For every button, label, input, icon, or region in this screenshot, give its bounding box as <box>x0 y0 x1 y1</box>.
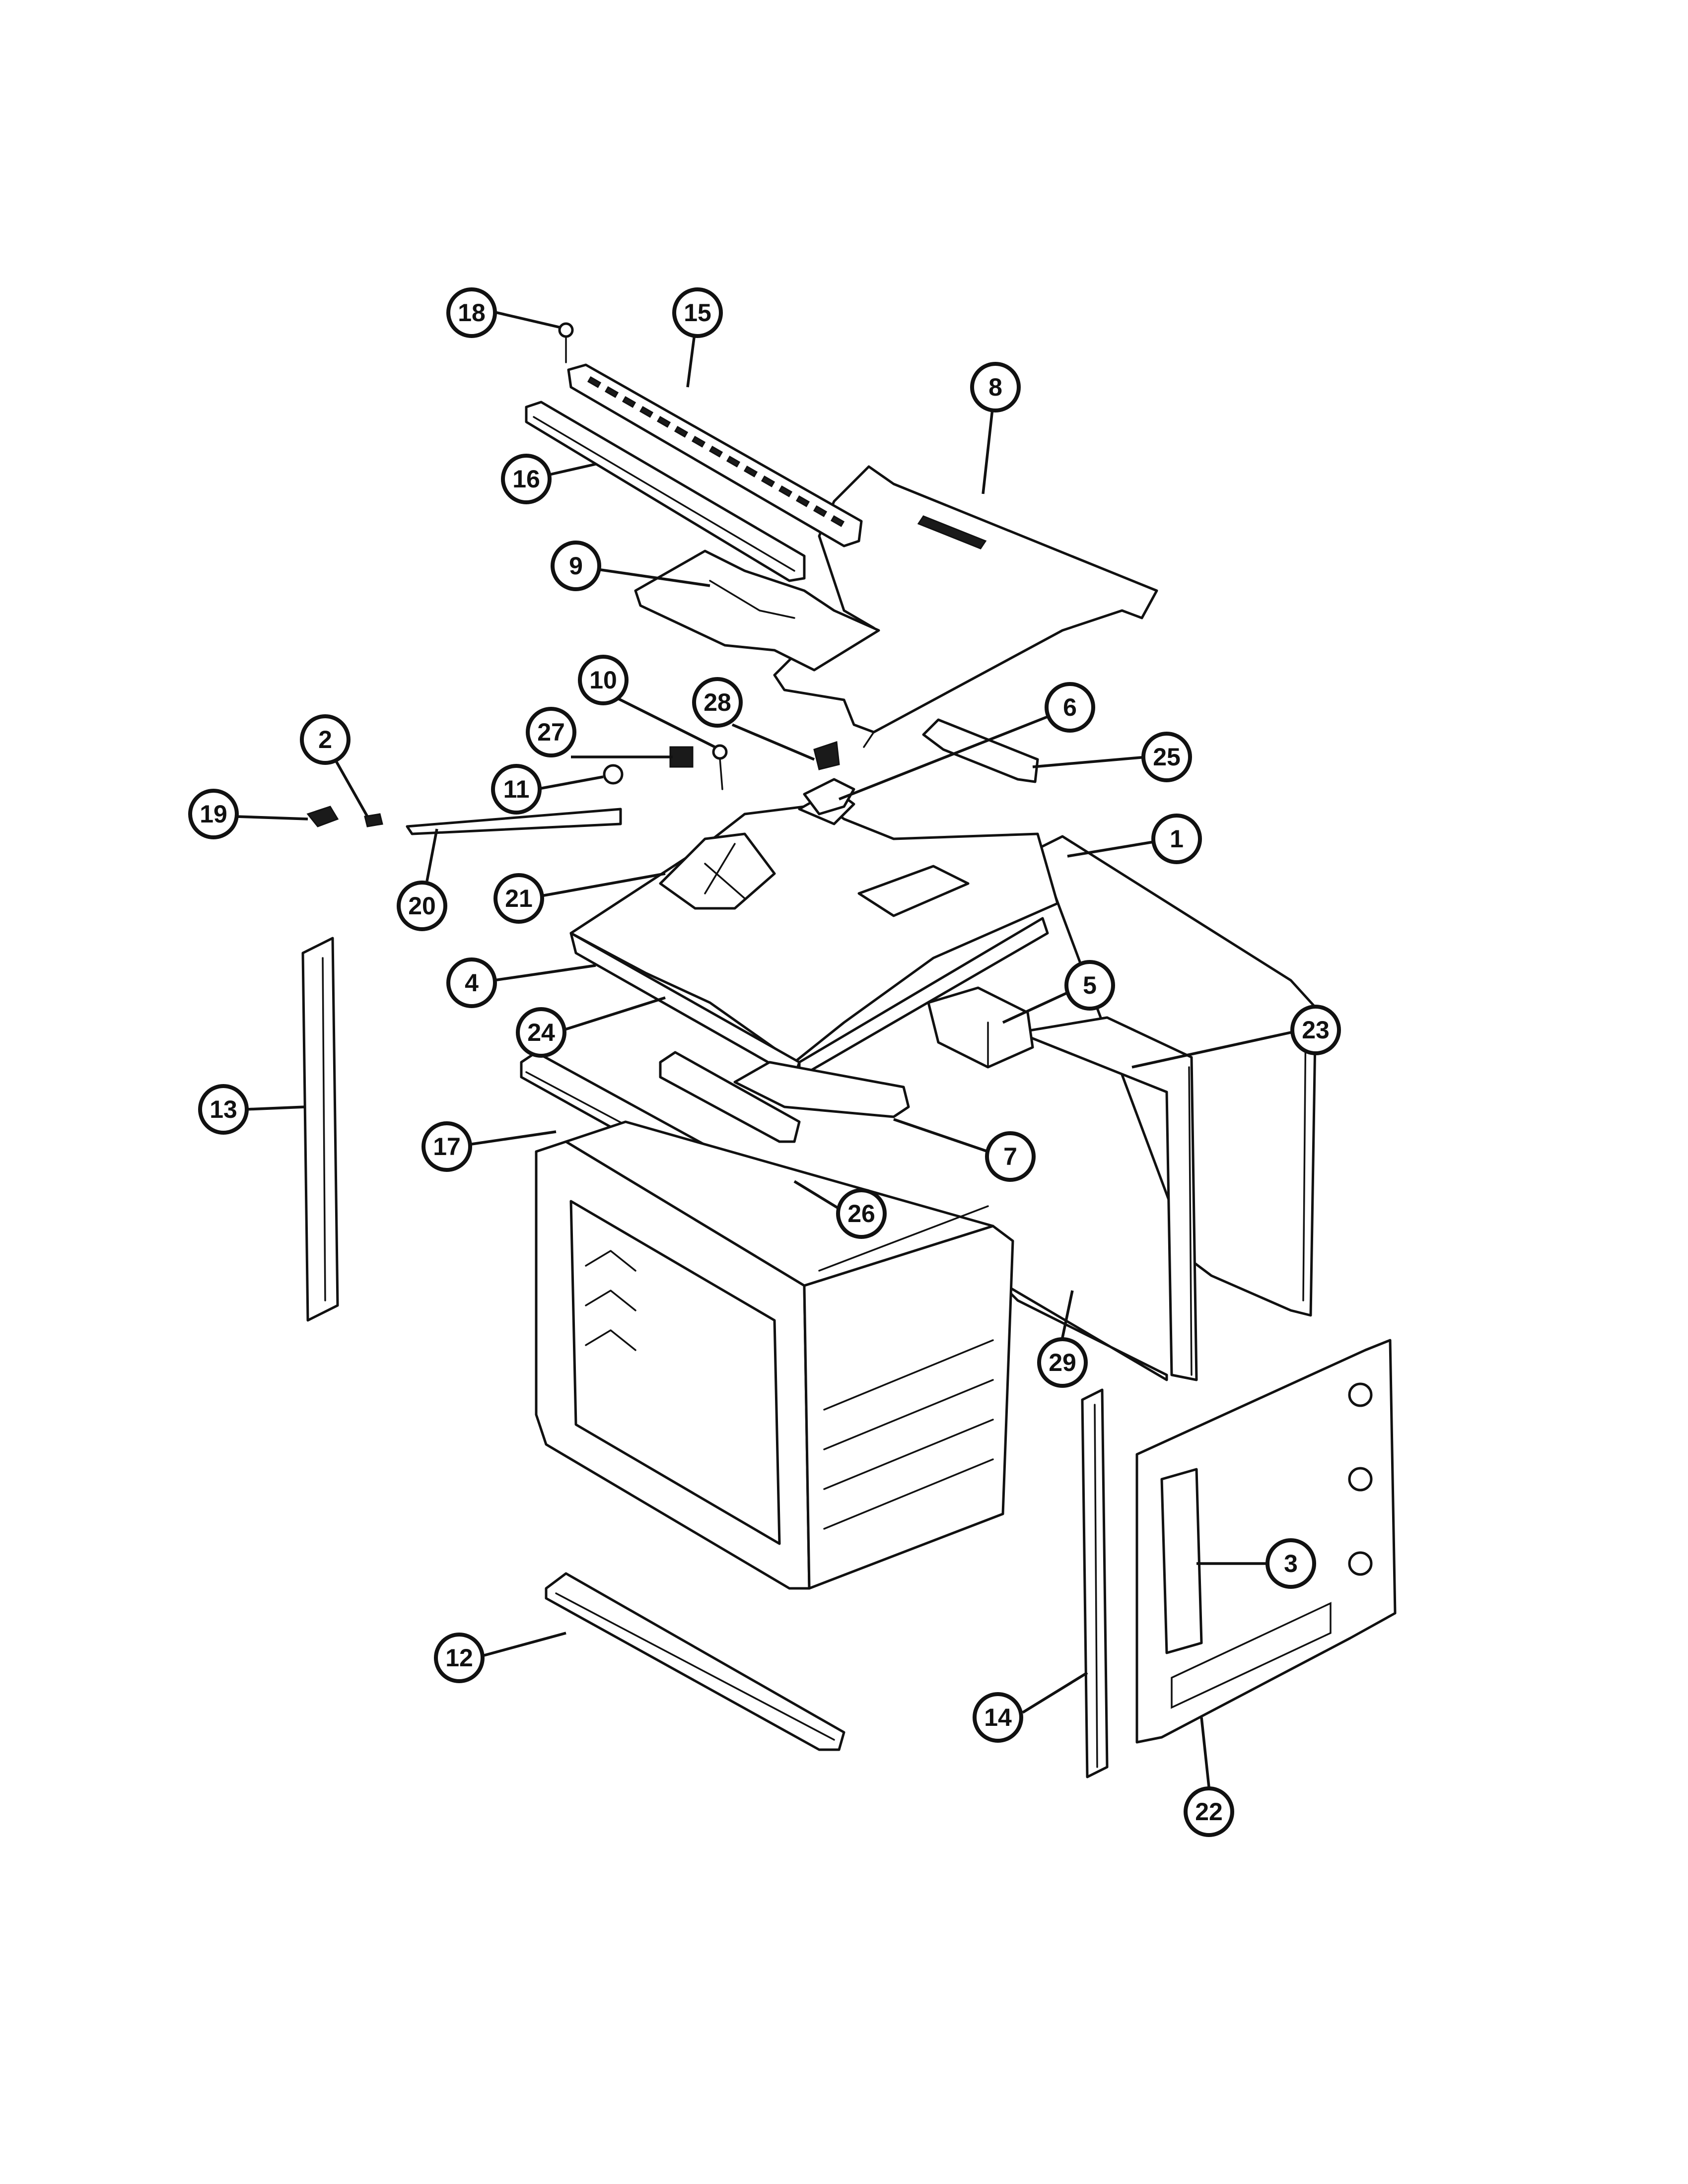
callout-label: 13 <box>210 1095 237 1123</box>
callout-16: 16 <box>501 454 552 504</box>
part-28 <box>813 741 840 770</box>
callout-19: 19 <box>188 789 239 839</box>
callout-label: 2 <box>318 726 332 753</box>
callout-label: 26 <box>847 1200 875 1228</box>
callout-11: 11 <box>491 764 542 815</box>
callout-25: 25 <box>1141 732 1192 782</box>
callout-label: 11 <box>503 775 530 803</box>
insulation-part-9 <box>634 549 880 672</box>
callout-label: 5 <box>1083 971 1097 999</box>
vent-slot <box>691 435 706 448</box>
bottom-trim-part-12 <box>545 1572 845 1751</box>
callout-17: 17 <box>422 1121 472 1172</box>
callout-label: 21 <box>505 885 533 912</box>
callout-label: 23 <box>1302 1016 1330 1044</box>
bracket-part-25 <box>922 718 1039 783</box>
callout-label: 25 <box>1153 743 1181 771</box>
callout-10: 10 <box>578 655 629 705</box>
side-trim-part-14 <box>1081 1388 1109 1778</box>
knob-part-19 <box>306 806 339 827</box>
vent-slot <box>604 386 619 398</box>
callout-4: 4 <box>446 957 497 1008</box>
vent-slot <box>708 445 723 458</box>
vent-trim-part-15 <box>567 363 863 547</box>
vent-slot <box>795 495 810 507</box>
callout-label: 14 <box>984 1704 1012 1731</box>
callout-7: 7 <box>985 1131 1036 1182</box>
callout-22: 22 <box>1184 1786 1234 1837</box>
callout-label: 6 <box>1063 693 1077 721</box>
callout-18: 18 <box>446 287 497 338</box>
callout-label: 17 <box>433 1133 461 1160</box>
callout-5: 5 <box>1064 960 1115 1011</box>
insulation-part-23 <box>1016 1016 1198 1381</box>
callout-label: 19 <box>200 800 227 828</box>
switch-part-27 <box>669 746 694 768</box>
callout-label: 15 <box>684 299 711 327</box>
callout-label: 27 <box>537 718 565 746</box>
callout-label: 3 <box>1284 1550 1298 1577</box>
callout-28: 28 <box>692 677 743 728</box>
vent-slot <box>639 406 654 418</box>
callout-label: 24 <box>527 1019 555 1046</box>
callout-label: 12 <box>445 1644 473 1672</box>
top-panel-part-4 <box>569 788 1059 1079</box>
callout-label: 9 <box>569 552 583 580</box>
trim-part-16 <box>525 401 806 582</box>
part-6 <box>803 778 855 816</box>
vent-slot <box>830 515 845 527</box>
callout-3: 3 <box>1266 1538 1316 1589</box>
callout-27: 27 <box>526 707 576 757</box>
screw-part-10 <box>712 744 728 790</box>
callout-1: 1 <box>1151 814 1202 864</box>
callout-label: 1 <box>1170 825 1184 853</box>
vent-slot <box>656 415 671 428</box>
callout-label: 29 <box>1049 1349 1076 1376</box>
callout-26: 26 <box>836 1188 887 1239</box>
part-11 <box>603 764 624 785</box>
vent-slot <box>726 455 741 468</box>
vent-slot <box>587 376 602 388</box>
callout-29: 29 <box>1037 1337 1088 1388</box>
callout-24: 24 <box>516 1007 566 1058</box>
side-panel-part-22 <box>1135 1339 1397 1744</box>
callout-6: 6 <box>1045 682 1095 733</box>
spring-part-2 <box>364 813 383 827</box>
duct-part-7 <box>733 1061 910 1118</box>
callout-15: 15 <box>672 287 723 338</box>
callout-label: 28 <box>703 688 731 716</box>
callout-label: 8 <box>988 373 1002 401</box>
side-trim-part-13 <box>301 937 339 1322</box>
link-rod-part-20 <box>406 808 622 835</box>
vent-slot <box>813 505 828 517</box>
vent-slot <box>674 425 689 438</box>
callout-20: 20 <box>397 881 447 931</box>
callout-label: 18 <box>458 299 486 327</box>
leader-lines <box>235 309 1291 1787</box>
callout-23: 23 <box>1290 1005 1341 1055</box>
vent-slot <box>761 475 775 487</box>
callout-8: 8 <box>970 362 1021 412</box>
vent-slot <box>622 396 636 408</box>
callout-label: 20 <box>408 892 436 920</box>
vent-slot <box>743 465 758 478</box>
box-part-5 <box>927 986 1034 1069</box>
callout-12: 12 <box>434 1633 485 1683</box>
callout-13: 13 <box>198 1084 249 1135</box>
callout-9: 9 <box>551 541 601 591</box>
callout-2: 2 <box>300 714 351 765</box>
callout-label: 7 <box>1003 1143 1017 1170</box>
callout-21: 21 <box>493 873 544 924</box>
screw-part-18 <box>558 322 574 363</box>
callout-14: 14 <box>973 1692 1023 1743</box>
callout-label: 4 <box>465 969 479 997</box>
bracket-part-26 <box>659 1051 801 1143</box>
callout-label: 16 <box>512 465 540 493</box>
vent-slot <box>778 485 793 497</box>
oven-cavity <box>535 1120 1014 1590</box>
callout-label: 10 <box>589 666 617 694</box>
callout-label: 22 <box>1195 1798 1223 1826</box>
